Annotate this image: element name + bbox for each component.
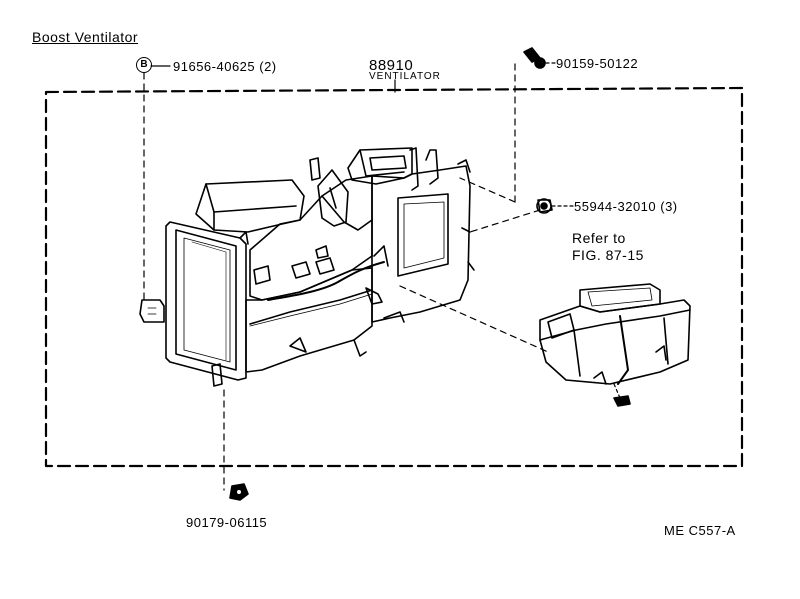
- part-number-screw: 90159-50122: [556, 56, 639, 71]
- clip-icon: [536, 198, 553, 214]
- small-screw-icon: [613, 395, 631, 407]
- diagram-title: Boost Ventilator: [32, 29, 139, 45]
- reference-note-line2: FIG. 87-15: [572, 247, 644, 263]
- part-number-screw-ref: 91656-40625 (2): [173, 59, 277, 74]
- screw-icon: [523, 47, 546, 69]
- part-number-clip: 55944-32010 (3): [574, 199, 678, 214]
- reference-badge: B: [136, 57, 152, 73]
- ventilator-assembly-drawing: [139, 147, 475, 387]
- nut-icon: [229, 483, 249, 501]
- part-number-nut: 90179-06115: [186, 515, 268, 530]
- part-name-ventilator: VENTILATOR: [369, 71, 441, 82]
- reference-note-line1: Refer to: [572, 230, 626, 246]
- assembly-boundary-frame: [44, 86, 744, 468]
- leader-lines: [143, 62, 621, 491]
- part-number-ventilator: 88910: [369, 57, 414, 74]
- drawing-code: ME C557-A: [664, 523, 736, 538]
- blower-unit-drawing: [539, 283, 691, 385]
